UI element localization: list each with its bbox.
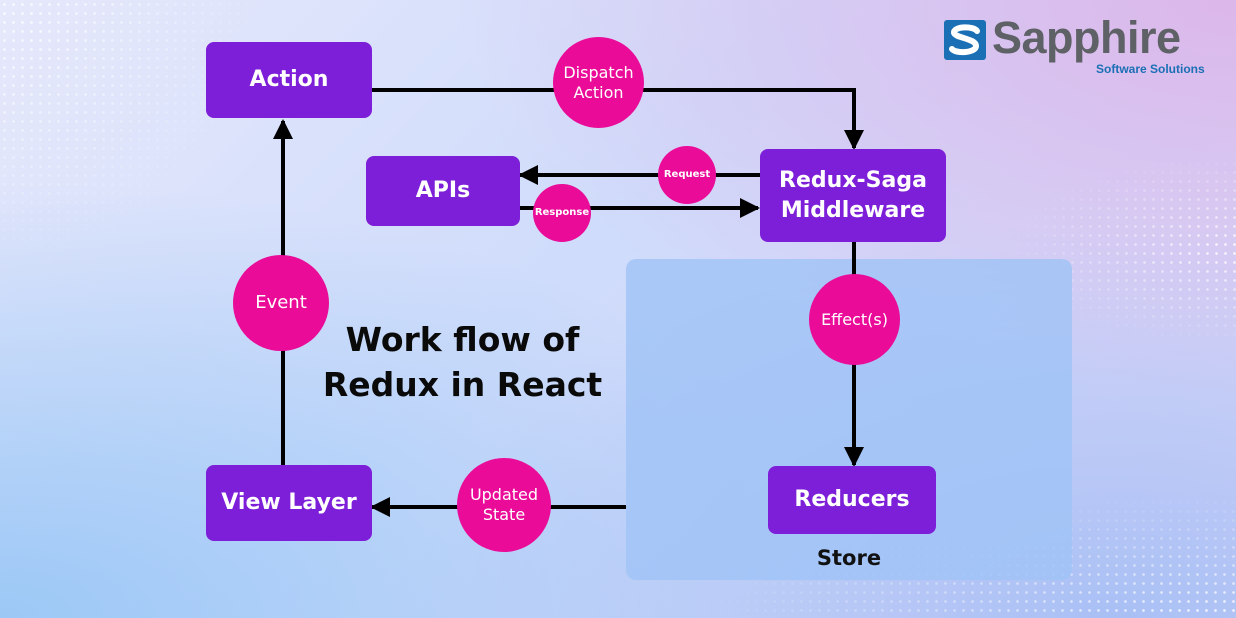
effects-label: Effect(s): [809, 274, 900, 365]
response-label: Response: [533, 184, 591, 242]
store-label: Store: [816, 546, 882, 570]
action-node: Action: [206, 42, 372, 118]
brand-tagline: Software Solutions: [1096, 62, 1205, 76]
diagram-title: Work flow of Redux in React: [322, 320, 603, 404]
request-label: Request: [658, 146, 716, 204]
dispatch-action-label: Dispatch Action: [553, 37, 644, 128]
arrow-action-to-middleware: [372, 88, 864, 150]
reducers-node: Reducers: [768, 466, 936, 534]
updated-state-label: Updated State: [457, 458, 551, 552]
brand-name: Sapphire: [992, 12, 1181, 63]
sapphire-logo: Sapphire Software Solutions: [944, 12, 1214, 80]
view-layer-node: View Layer: [206, 465, 372, 541]
middleware-node: Redux-Saga Middleware: [760, 149, 946, 242]
sapphire-s-logo-icon: [944, 20, 986, 60]
event-label: Event: [233, 255, 329, 351]
apis-node: APIs: [366, 156, 520, 226]
